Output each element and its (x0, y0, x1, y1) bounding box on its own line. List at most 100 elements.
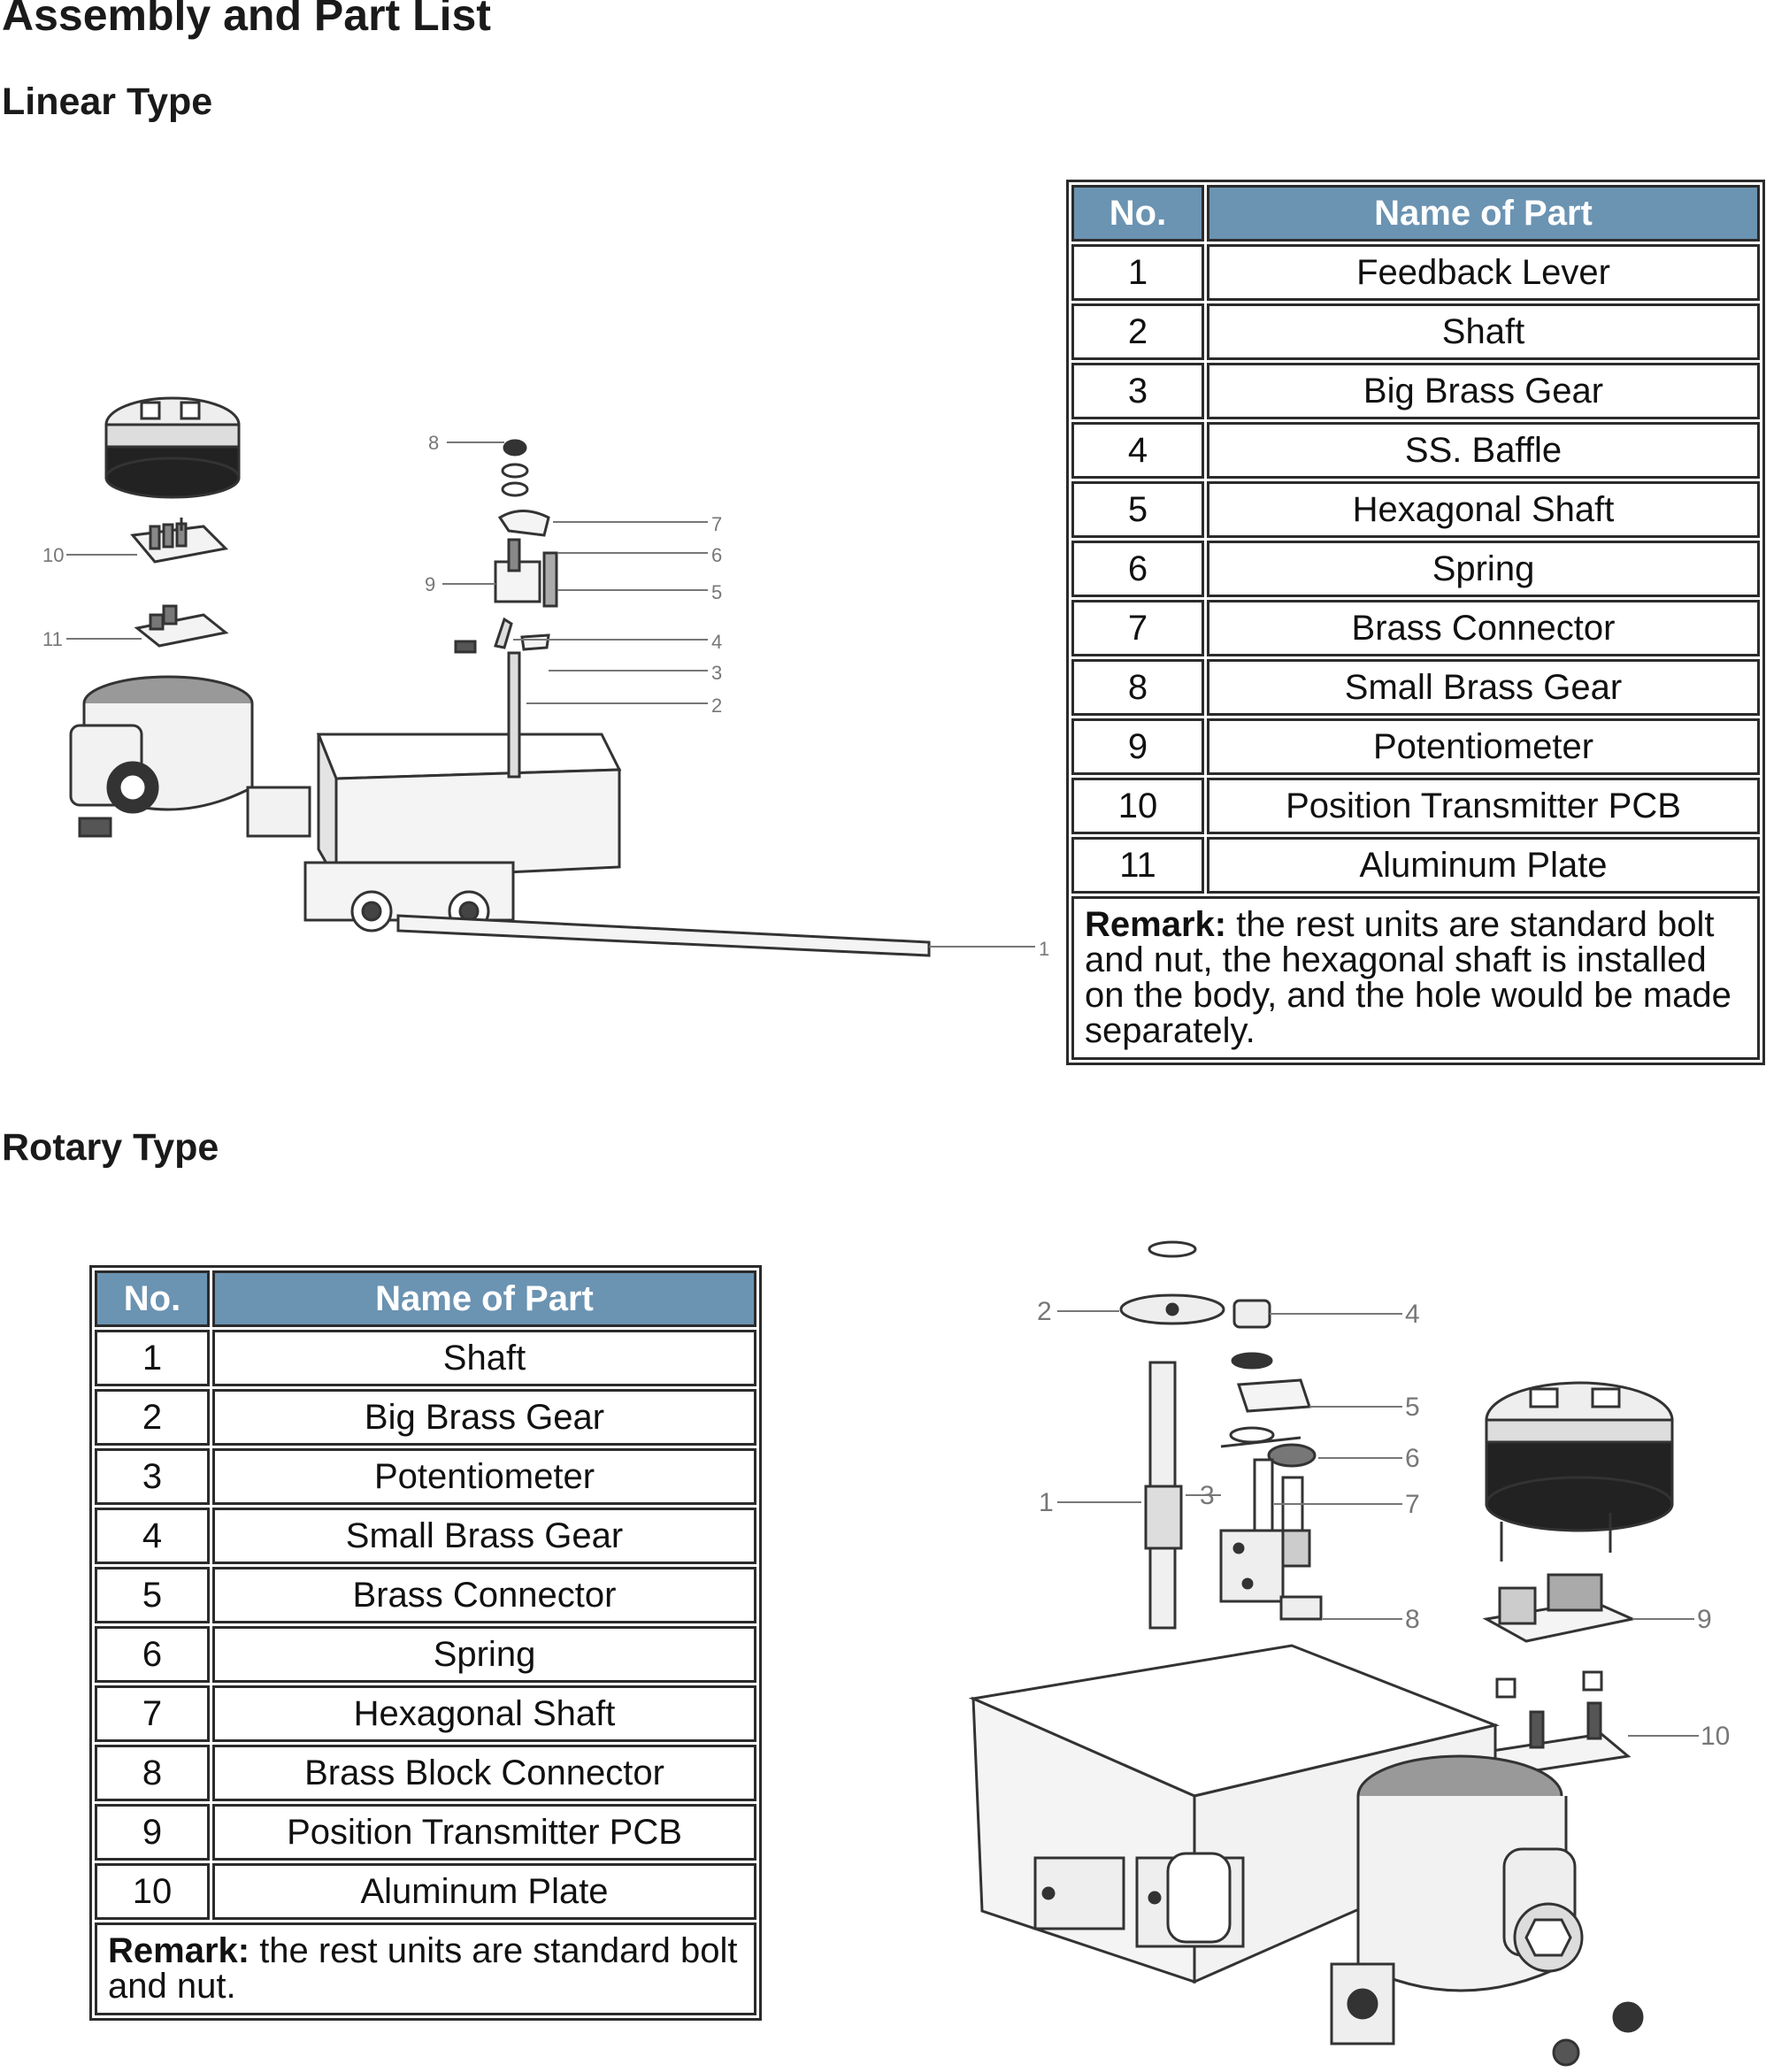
rotary-type-heading: Rotary Type (2, 1126, 219, 1169)
part-name: Position Transmitter PCB (212, 1804, 756, 1861)
remark-cell: Remark: the rest units are standard bolt… (95, 1922, 756, 2015)
part-number: 2 (95, 1389, 210, 1446)
remark-text: the rest units are standard bolt and nut… (108, 1930, 738, 2006)
part-number: 10 (1071, 778, 1204, 834)
part-name: Brass Connector (212, 1567, 756, 1623)
callout-label: 6 (711, 544, 722, 566)
part-name: Hexagonal Shaft (1207, 481, 1760, 538)
part-name: Big Brass Gear (1207, 363, 1760, 419)
housing-drawing (69, 675, 311, 838)
table-header-row: No. Name of Part (95, 1270, 756, 1327)
part-number: 5 (1071, 481, 1204, 538)
callout-label: 2 (1037, 1297, 1052, 1326)
callout-label: 8 (428, 432, 439, 454)
callout-label: 1 (1039, 1488, 1054, 1517)
table-header-row: No. Name of Part (1071, 185, 1760, 242)
part-number: 6 (95, 1626, 210, 1683)
linear-type-heading: Linear Type (2, 81, 213, 123)
callout-label: 10 (1701, 1722, 1730, 1751)
remark-row: Remark: the rest units are standard bolt… (1071, 896, 1760, 1060)
remark-row: Remark: the rest units are standard bolt… (95, 1922, 756, 2015)
callout-label: 11 (42, 628, 63, 650)
column-header-name: Name of Part (212, 1270, 756, 1327)
column-header-no: No. (1071, 185, 1204, 242)
part-name: Feedback Lever (1207, 244, 1760, 301)
callout-label: 8 (1405, 1605, 1420, 1634)
part-number: 5 (95, 1567, 210, 1623)
linear-callouts (66, 441, 1035, 948)
page-title: Assembly and Part List (2, 0, 491, 40)
part-number: 7 (1071, 600, 1204, 656)
housing-drawing (1330, 1754, 1644, 2067)
remark-label: Remark: (108, 1930, 250, 1970)
callout-label: 5 (1405, 1393, 1420, 1422)
part-number: 3 (95, 1448, 210, 1505)
column-header-name: Name of Part (1207, 185, 1760, 242)
part-number: 8 (1071, 659, 1204, 716)
part-name: Small Brass Gear (1207, 659, 1760, 716)
callout-label: 7 (711, 513, 722, 535)
callout-label: 5 (711, 581, 722, 603)
cover-cap-drawing (1485, 1381, 1674, 1532)
part-name: Small Brass Gear (212, 1508, 756, 1564)
callout-label: 6 (1405, 1444, 1420, 1473)
cover-cap-drawing (104, 396, 241, 499)
pcb-drawing (1482, 1513, 1637, 1699)
shaft-stack-drawing (1119, 1240, 1323, 1630)
callout-label: 9 (425, 573, 435, 595)
part-name: Brass Block Connector (212, 1745, 756, 1801)
part-name: Spring (212, 1626, 756, 1683)
rotary-callout-labels: 1 2 3 4 5 6 7 8 9 10 (1037, 1297, 1730, 1751)
callout-label: 10 (42, 544, 64, 566)
part-number: 1 (95, 1330, 210, 1386)
rotary-assembly-diagram (968, 1240, 1674, 2067)
part-name: Big Brass Gear (212, 1389, 756, 1446)
part-name: Brass Connector (1207, 600, 1760, 656)
part-number: 10 (95, 1863, 210, 1920)
remark-text: the rest units are standard bolt and nut… (1085, 904, 1731, 1050)
part-number: 4 (1071, 422, 1204, 479)
part-number: 4 (95, 1508, 210, 1564)
rotary-callouts (1057, 1310, 1699, 1737)
remark-cell: Remark: the rest units are standard bolt… (1071, 896, 1760, 1060)
part-number: 11 (1071, 837, 1204, 894)
part-name: SS. Baffle (1207, 422, 1760, 479)
linear-assembly-diagram (69, 396, 931, 957)
callout-label: 3 (1200, 1481, 1215, 1510)
part-number: 7 (95, 1685, 210, 1742)
part-name: Spring (1207, 541, 1760, 597)
part-name: Shaft (1207, 303, 1760, 360)
part-name: Hexagonal Shaft (212, 1685, 756, 1742)
part-name: Aluminum Plate (212, 1863, 756, 1920)
part-number: 1 (1071, 244, 1204, 301)
part-name: Aluminum Plate (1207, 837, 1760, 894)
part-number: 9 (95, 1804, 210, 1861)
callout-label: 4 (711, 631, 722, 653)
part-number: 8 (95, 1745, 210, 1801)
part-name: Potentiometer (212, 1448, 756, 1505)
callout-label: 9 (1697, 1605, 1712, 1634)
column-header-no: No. (95, 1270, 210, 1327)
part-number: 2 (1071, 303, 1204, 360)
part-name: Shaft (212, 1330, 756, 1386)
callout-label: 2 (711, 695, 722, 717)
part-number: 3 (1071, 363, 1204, 419)
aluminum-plate-drawing (134, 604, 229, 648)
